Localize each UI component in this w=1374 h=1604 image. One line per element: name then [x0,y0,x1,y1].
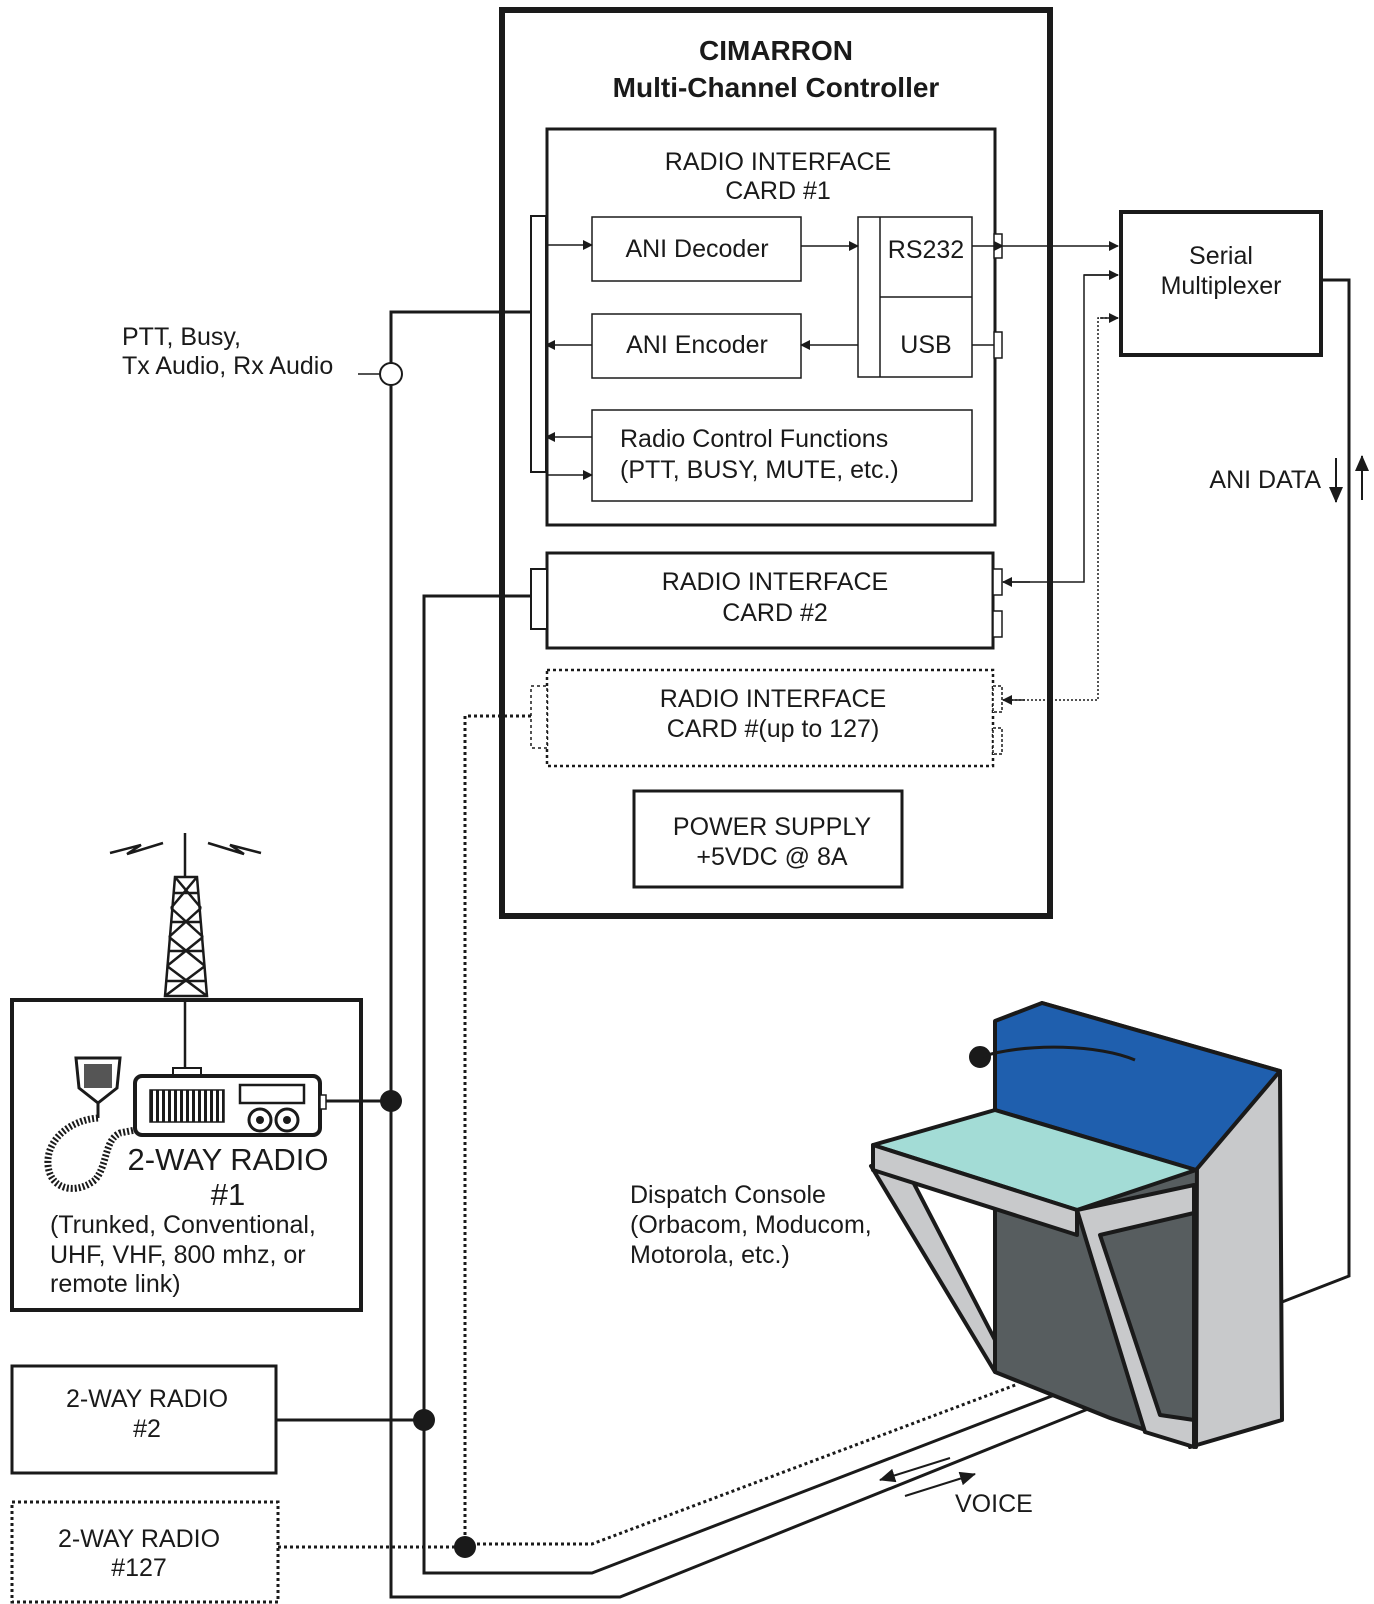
rs232-label: RS232 [888,236,964,264]
card1-subtitle: CARD #1 [725,177,831,205]
signals-label-group: PTT, Busy, Tx Audio, Rx Audio [122,323,403,386]
dispatch-console-desc1: (Orbacom, Moducom, [630,1211,872,1239]
card1-title: RADIO INTERFACE [665,148,891,176]
voice-right-arrow [904,1471,976,1497]
radio-127-box: 2-WAY RADIO #127 [10,1500,280,1604]
rs232-port [993,233,1003,259]
card127-mux-link [1003,317,1118,701]
dispatch-console-title: Dispatch Console [630,1181,826,1209]
card2-title: RADIO INTERFACE [662,568,888,596]
signals-label-line1: PTT, Busy, [122,323,241,351]
usb-label: USB [900,331,951,359]
radio2-junction [413,1409,435,1431]
dispatch-console-icon [869,1001,1284,1449]
radio127-junction [454,1536,476,1558]
serial-mux-label: Serial [1189,242,1253,270]
card2-usb-port [992,610,1003,638]
radio127-title: 2-WAY RADIO [58,1525,220,1553]
comm-ports-block: RS232 USB [857,216,973,378]
card2-edge-connector [530,568,548,630]
voice-left-arrow [879,1457,951,1483]
card1-edge-connector [530,215,547,473]
radio-control-block: Radio Control Functions (PTT, BUSY, MUTE… [591,409,973,502]
power-supply-label: POWER SUPPLY [673,813,872,841]
radio-control-sublabel: (PTT, BUSY, MUTE, etc.) [620,456,899,484]
card127-title: RADIO INTERFACE [660,685,886,713]
radio2-title: 2-WAY RADIO [66,1385,228,1413]
antenna-tower-icon [109,833,262,1072]
ani-encoder-label: ANI Encoder [626,331,768,359]
ani-encoder-block: ANI Encoder [591,313,802,379]
radio1-title: 2-WAY RADIO [128,1142,329,1177]
usb-port [993,331,1003,359]
radio1-number: #1 [211,1177,245,1212]
ani-decoder-label: ANI Decoder [625,235,768,263]
radio-interface-card-127: RADIO INTERFACE CARD #(up to 127) [530,668,1003,768]
radio1-desc-line3: remote link) [50,1270,181,1298]
ani-decoder-block: ANI Decoder [591,216,802,282]
serial-multiplexer-box: Serial Multiplexer [1119,210,1323,357]
radio-2-box: 2-WAY RADIO #2 [10,1364,278,1475]
radio1-bus-line [389,310,1099,1599]
voice-label-group: VOICE [879,1457,1033,1518]
radio127-number: #127 [111,1554,167,1582]
power-supply-block: POWER SUPPLY +5VDC @ 8A [632,789,904,889]
ani-data-label: ANI DATA [1209,466,1321,494]
card127-edge-connector [530,685,548,749]
dispatch-console-desc2: Motorola, etc.) [630,1241,790,1269]
card127-usb-port [992,727,1003,755]
radio-interface-card-1: RADIO INTERFACE CARD #1 ANI Decoder ANI … [530,127,1003,527]
signals-label-line2: Tx Audio, Rx Audio [122,352,333,380]
radio2-bus-line [422,594,1084,1575]
signal-bundle-marker [379,362,403,386]
card2-subtitle: CARD #2 [722,599,828,627]
voice-label: VOICE [955,1490,1033,1518]
radio1-desc-line2: UHF, VHF, 800 mhz, or [50,1241,306,1269]
radio1-junction [380,1090,402,1112]
radio2-number: #2 [133,1415,161,1443]
radio-interface-card-2: RADIO INTERFACE CARD #2 [530,551,1003,650]
power-supply-spec: +5VDC @ 8A [696,843,847,871]
radio-control-label: Radio Control Functions [620,425,888,453]
serial-mux-sublabel: Multiplexer [1161,272,1282,300]
mobile-radio-icon [44,1056,327,1192]
card127-serial-port [992,685,1003,713]
radio1-desc-line1: (Trunked, Conventional, [50,1211,316,1239]
ani-data-line [1281,278,1351,1304]
ani-data-label-group: ANI DATA [1209,455,1369,503]
controller-subtitle: Multi-Channel Controller [613,72,940,103]
card2-serial-port [992,568,1003,596]
controller-title: CIMARRON [699,35,853,66]
card127-subtitle: CARD #(up to 127) [667,715,880,743]
radio-1-box [10,998,363,1312]
